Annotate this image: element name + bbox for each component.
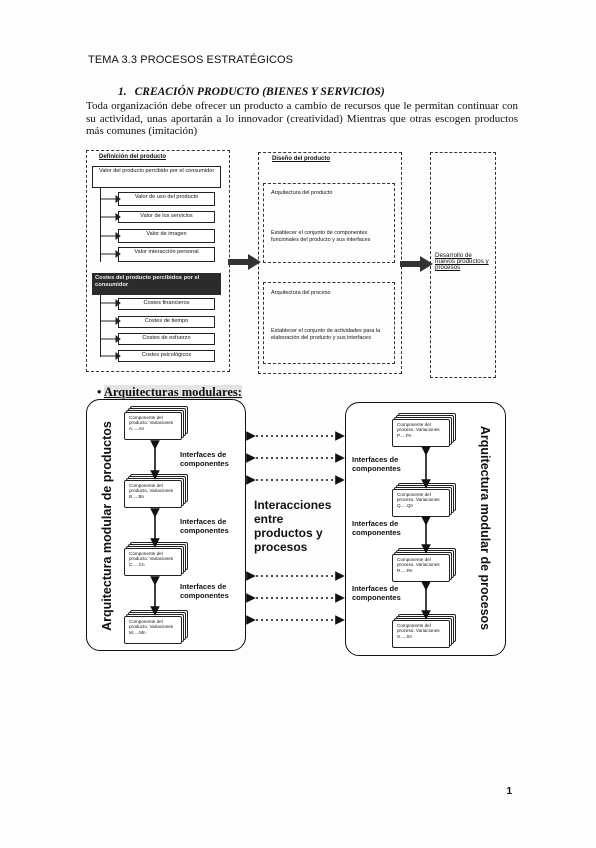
big-arrow-icon	[228, 254, 261, 270]
heading-number: 1.	[118, 86, 127, 98]
costes-item: Costes de tiempo	[118, 316, 215, 328]
arq-proceso-box	[263, 282, 395, 364]
arq-producto-text: Establecer el conjunto de componentes fu…	[271, 230, 371, 243]
costes-item: Costes de esfuerzo	[118, 333, 215, 345]
product-component: Componente del producto. Variaciones A..…	[124, 406, 188, 440]
desarrollo-box	[430, 152, 496, 378]
valor-item: Valor de uso del producto	[118, 192, 215, 206]
modular-title: • Arquitecturas modulares:	[97, 385, 242, 400]
costes-header: Costes del producto percibidos por el co…	[92, 273, 221, 295]
topic-title: TEMA 3.3 PROCESOS ESTRATÉGICOS	[88, 54, 294, 66]
section-heading: 1. CREACIÓN PRODUCTO (BIENES Y SERVICIOS)	[118, 86, 385, 98]
arq-producto-box	[263, 183, 395, 263]
arq-producto-title: Arquitectura del producto	[271, 190, 333, 196]
page-number: 1	[506, 786, 512, 797]
valor-header: Valor del producto percibido por el cons…	[92, 166, 221, 188]
modular-title-text: Arquitecturas modulares:	[103, 385, 242, 399]
intro-paragraph: Toda organización debe ofrecer un produc…	[86, 100, 518, 137]
big-arrow-icon	[400, 256, 433, 272]
desarrollo-text: Desarrollo de nuevos productos y proceso…	[435, 252, 489, 272]
diseno-title: Diseño del producto	[272, 156, 331, 162]
costes-item: Costes psicológicos	[118, 350, 215, 362]
product-component: Componente del producto. Variaciones B..…	[124, 474, 188, 508]
product-component: Componente del producto. Variaciones C..…	[124, 542, 188, 576]
process-component: Componente del proceso. Variaciones R...…	[392, 548, 456, 582]
arq-proceso-title: Arquitectura del proceso	[271, 290, 331, 296]
valor-item: Valor de imagen	[118, 229, 215, 243]
bullet-icon: •	[97, 385, 102, 399]
process-component: Componente del proceso. Variaciones P...…	[392, 413, 456, 447]
interactions-label: Interacciones entre productos y procesos	[254, 498, 332, 554]
valor-connector	[100, 188, 101, 262]
valor-item: Valor interacción personal	[118, 247, 215, 262]
products-panel	[86, 399, 246, 651]
arq-proceso-text: Establecer el conjunto de actividades pa…	[271, 328, 381, 341]
costes-connector	[100, 295, 101, 357]
branch-arrows	[100, 195, 121, 360]
definicion-title: Definición del producto	[99, 154, 166, 160]
costes-item: Costes financieros	[118, 298, 215, 310]
process-component: Componente del proceso. Variaciones Q...…	[392, 483, 456, 517]
heading-text: CREACIÓN PRODUCTO (BIENES Y SERVICIOS)	[134, 86, 385, 98]
